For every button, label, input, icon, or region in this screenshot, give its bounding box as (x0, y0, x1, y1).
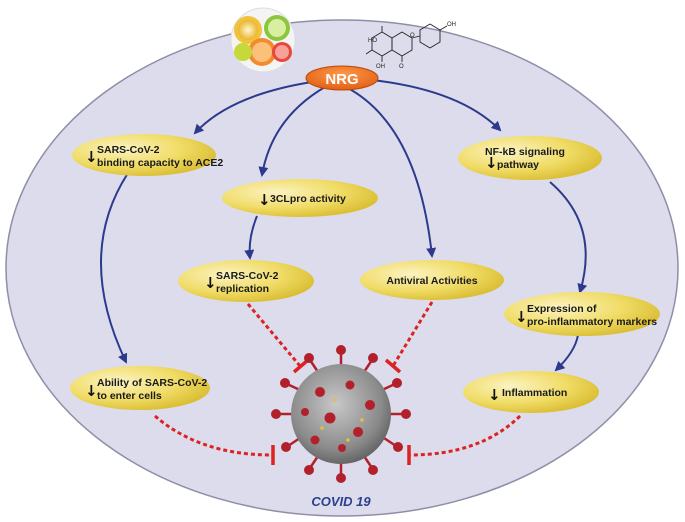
node-ability-line1: Ability of SARS-CoV-2 (97, 377, 207, 389)
citrus-fruit-image (230, 7, 296, 73)
naringenin-structure (365, 23, 448, 62)
node-inflammation-line1: Inflammation (502, 387, 567, 399)
node-clpro-line1: 3CLpro activity (270, 193, 346, 205)
molecule-oh-2: OH (447, 22, 456, 28)
node-ability-line2: to enter cells (97, 390, 162, 402)
inhibition-bars (271, 358, 411, 465)
down-arrow-icon: ↓ (204, 274, 217, 292)
inhibit-inflammation (409, 414, 522, 457)
inhibition-lines (154, 301, 522, 457)
node-inflammation: ↓ Inflammation (463, 371, 599, 413)
down-arrow-icon: ↓ (85, 148, 98, 166)
down-arrow-icon: ↓ (488, 386, 501, 404)
molecule-oh-1: HO (368, 38, 377, 44)
node-replication-line2: replication (216, 283, 269, 295)
node-sars-binding-line1: SARS-CoV-2 (97, 144, 160, 156)
arrow-nrg-to-antiviral (345, 86, 437, 258)
arrow-nrg-to-sars-binding (193, 81, 313, 135)
down-arrow-icon: ↓ (85, 382, 98, 400)
node-nfkb: ↓ NF-kB signaling pathway (458, 136, 602, 180)
molecule-o-ring: O (410, 33, 415, 39)
down-arrow-icon: ↓ (485, 154, 498, 172)
node-sars-binding-line2: binding capacity to ACE2 (97, 157, 223, 169)
node-ability: ↓ Ability of SARS-CoV-2 to enter cells (70, 366, 210, 410)
arrow-clpro-to-replication (244, 215, 258, 260)
inhibit-ability (154, 414, 273, 457)
arrow-nrg-to-nfkb (371, 79, 502, 132)
node-sars-binding: ↓ SARS-CoV-2 binding capacity to ACE2 (72, 134, 223, 176)
arrow-sars-binding-to-ability (100, 172, 129, 364)
node-replication: ↓ SARS-CoV-2 replication (178, 260, 314, 302)
down-arrow-icon: ↓ (515, 308, 528, 326)
arrow-nrg-to-clpro (258, 86, 326, 177)
arrow-expression-to-inflammation (554, 334, 579, 372)
molecule-oh-3: OH (376, 64, 385, 70)
molecule-o-keto: O (399, 64, 404, 70)
nrg-node (305, 65, 379, 91)
down-arrow-icon: ↓ (258, 191, 271, 209)
node-expression-line1: Expression of (527, 303, 597, 315)
activation-arrows (100, 79, 588, 372)
node-clpro: ↓ 3CLpro activity (222, 179, 378, 217)
node-antiviral: Antiviral Activities (360, 260, 504, 300)
nrg-label: NRG (325, 71, 358, 88)
node-expression-line2: pro-inflammatory markers (527, 316, 657, 328)
node-expression: ↓ Expression of pro-inflammatory markers (504, 292, 660, 336)
arrow-nfkb-to-expression (549, 181, 588, 294)
node-nfkb-line1: NF-kB signaling (485, 146, 565, 158)
inhibit-antiviral (391, 301, 434, 367)
node-nfkb-line2: pathway (497, 159, 539, 171)
covid-label: COVID 19 (311, 494, 371, 509)
node-antiviral-line1: Antiviral Activities (386, 275, 477, 287)
node-replication-line1: SARS-CoV-2 (216, 270, 279, 282)
covid-virus-image (271, 345, 411, 483)
